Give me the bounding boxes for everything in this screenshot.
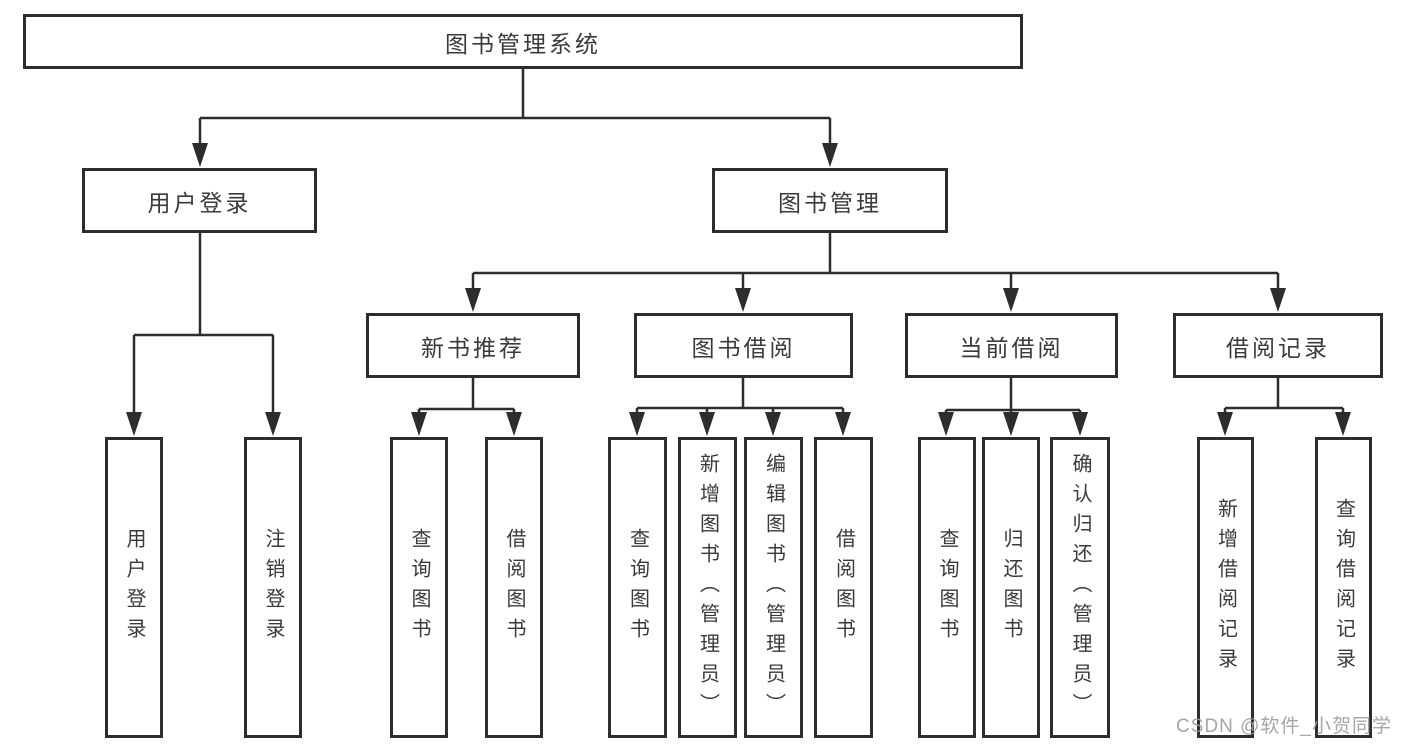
- leaf-bb-query-books-label: 查询图书: [626, 527, 649, 648]
- node-borrow-record: 借阅记录: [1173, 313, 1383, 378]
- leaf-nbr-query-books-label: 查询图书: [408, 527, 430, 648]
- node-current-borrow: 当前借阅: [905, 313, 1118, 378]
- arrowhead-icons: [126, 143, 1351, 436]
- leaf-user-login: 用户登录: [105, 437, 163, 738]
- leaf-bb-query-books: 查询图书: [608, 437, 667, 738]
- leaf-br-add-record-label: 新增借阅记录: [1214, 497, 1237, 678]
- leaf-bb-add-books-admin: 新增图书（管理员）: [678, 437, 737, 738]
- node-book-borrow: 图书借阅: [634, 313, 853, 378]
- node-user-login: 用户登录: [82, 168, 317, 233]
- node-new-book-recommend: 新书推荐: [366, 313, 580, 378]
- leaf-bb-edit-books-admin-label: 编辑图书（管理员）: [762, 452, 785, 723]
- node-current-borrow-label: 当前借阅: [959, 334, 1064, 361]
- leaf-bb-borrow-books: 借阅图书: [814, 437, 873, 738]
- leaf-br-add-record: 新增借阅记录: [1197, 437, 1254, 738]
- leaf-nbr-borrow-books: 借阅图书: [485, 437, 543, 738]
- leaf-cb-query-books-label: 查询图书: [936, 527, 958, 648]
- node-new-book-recommend-label: 新书推荐: [421, 334, 525, 361]
- leaf-cb-return-books-label: 归还图书: [1000, 527, 1022, 648]
- watermark: CSDN @软件_小贺同学: [1176, 716, 1392, 737]
- leaf-cb-confirm-return-admin: 确认归还（管理员）: [1050, 437, 1110, 738]
- leaf-cb-return-books: 归还图书: [982, 437, 1040, 738]
- leaf-cb-query-books: 查询图书: [918, 437, 976, 738]
- leaf-br-query-record: 查询借阅记录: [1315, 437, 1372, 738]
- node-book-management-label: 图书管理: [778, 189, 882, 216]
- leaf-logout: 注销登录: [244, 437, 302, 738]
- leaf-user-login-label: 用户登录: [123, 527, 145, 648]
- leaf-nbr-query-books: 查询图书: [390, 437, 448, 738]
- leaf-bb-borrow-books-label: 借阅图书: [832, 527, 855, 648]
- node-book-borrow-label: 图书借阅: [691, 334, 796, 361]
- leaf-cb-confirm-return-admin-label: 确认归还（管理员）: [1069, 452, 1091, 723]
- leaf-bb-add-books-admin-label: 新增图书（管理员）: [696, 452, 719, 723]
- node-root: 图书管理系统: [23, 14, 1023, 69]
- leaf-nbr-borrow-books-label: 借阅图书: [503, 527, 525, 648]
- node-root-label: 图书管理系统: [445, 30, 601, 57]
- leaf-logout-label: 注销登录: [262, 527, 284, 648]
- leaf-br-query-record-label: 查询借阅记录: [1332, 497, 1355, 678]
- leaf-bb-edit-books-admin: 编辑图书（管理员）: [744, 437, 803, 738]
- node-user-login-label: 用户登录: [147, 189, 252, 216]
- node-borrow-record-label: 借阅记录: [1226, 334, 1330, 361]
- node-book-management: 图书管理: [712, 168, 948, 233]
